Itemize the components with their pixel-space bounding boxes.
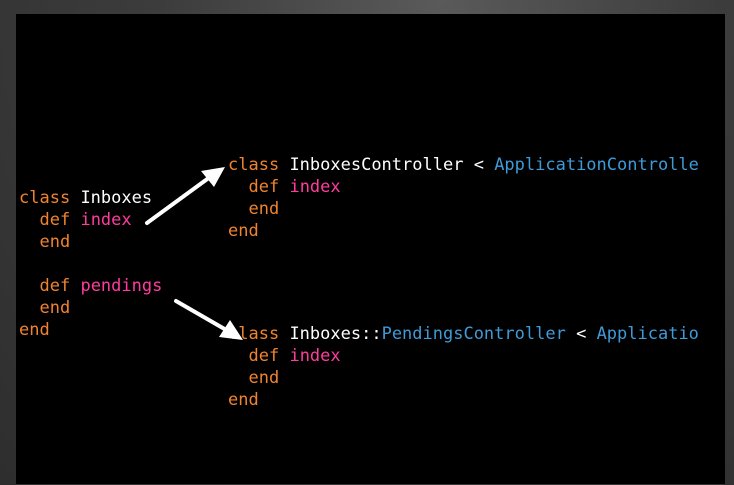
arrow-pendings-to-controller <box>174 299 230 333</box>
blank-line <box>19 253 162 275</box>
class-name: InboxesController <box>289 155 464 175</box>
code-line: end <box>228 367 699 389</box>
code-line: end <box>228 198 699 220</box>
end-keyword: end <box>228 221 259 241</box>
arrowhead-icon <box>201 167 225 187</box>
end-keyword: end <box>248 199 280 219</box>
code-line: end <box>228 389 699 411</box>
superclass-name: Applicatio <box>596 324 699 344</box>
code-line: end <box>19 297 162 319</box>
pendings-controller-code: class Inboxes::PendingsController < Appl… <box>228 323 699 411</box>
class-keyword: class <box>228 155 280 175</box>
code-line: class InboxesController < ApplicationCon… <box>228 154 699 176</box>
def-keyword: def <box>39 210 71 230</box>
end-keyword: end <box>39 232 71 252</box>
class-keyword: class <box>228 324 280 344</box>
namespace-name: Inboxes <box>289 324 362 344</box>
inherit-operator: < <box>473 155 484 175</box>
code-line: def pendings <box>19 275 162 297</box>
class-keyword: class <box>19 188 71 208</box>
method-name: index <box>289 346 341 366</box>
class-name: PendingsController <box>381 324 566 344</box>
def-keyword: def <box>248 346 280 366</box>
code-line: class Inboxes::PendingsController < Appl… <box>228 323 699 345</box>
inboxes-controller-code: class InboxesController < ApplicationCon… <box>228 154 699 242</box>
def-keyword: def <box>248 177 280 197</box>
code-line: end <box>19 319 162 341</box>
end-keyword: end <box>228 390 259 410</box>
method-name: index <box>80 210 132 230</box>
def-keyword: def <box>39 276 71 296</box>
code-line: end <box>19 231 162 253</box>
scope-operator: :: <box>361 324 382 344</box>
code-line: def index <box>228 345 699 367</box>
code-line: def index <box>19 209 162 231</box>
method-name: index <box>289 177 341 197</box>
end-keyword: end <box>39 298 71 318</box>
class-name: Inboxes <box>80 188 153 208</box>
code-line: end <box>228 220 699 242</box>
end-keyword: end <box>248 368 280 388</box>
code-line: class Inboxes <box>19 187 162 209</box>
inherit-operator: < <box>576 324 587 344</box>
end-keyword: end <box>19 320 50 340</box>
inboxes-class-code: class Inboxes def index end def pendings… <box>19 187 162 341</box>
method-name: pendings <box>80 276 163 296</box>
code-slide: class Inboxes def index end def pendings… <box>16 14 725 484</box>
superclass-name: ApplicationControlle <box>494 155 699 175</box>
code-line: def index <box>228 176 699 198</box>
